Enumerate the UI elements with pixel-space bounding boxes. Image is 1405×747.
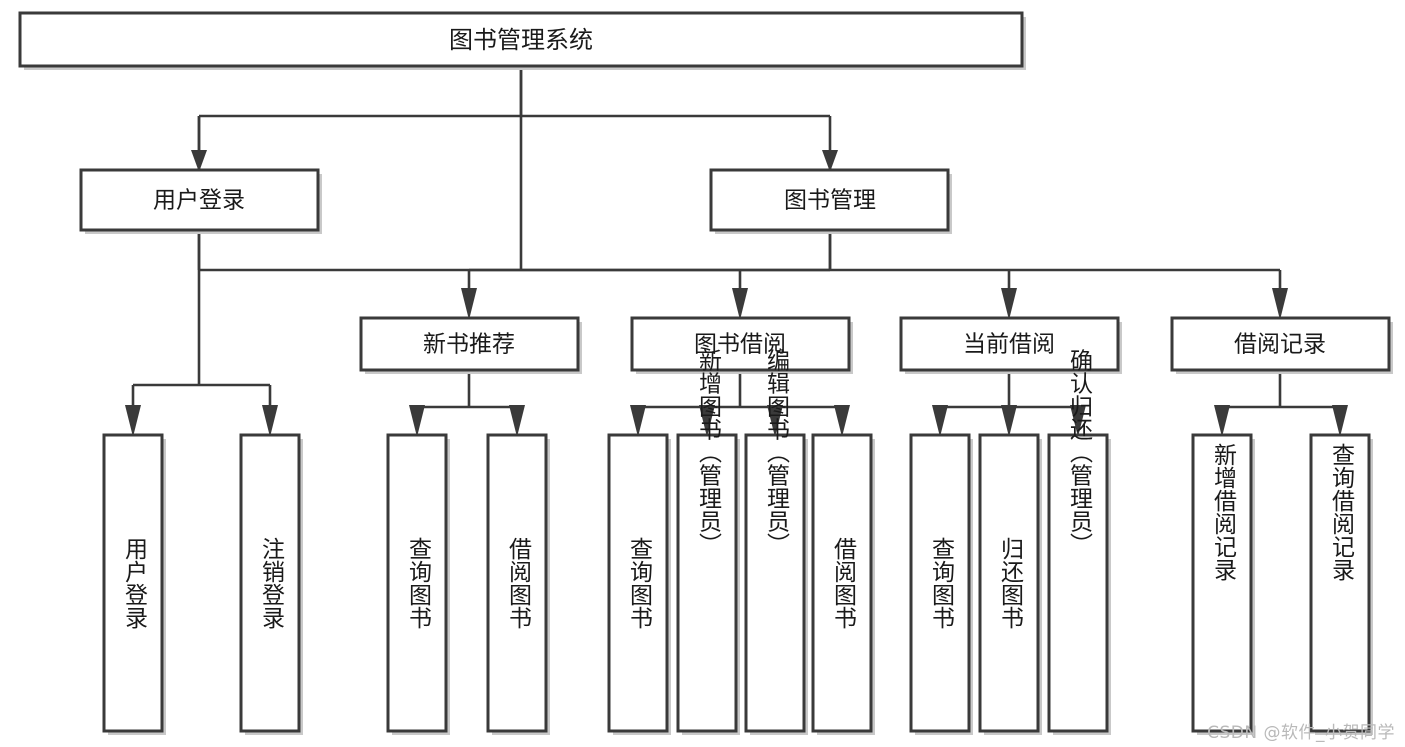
node-current-borrow-label: 当前借阅 [963, 332, 1055, 358]
leaf-new-book-recommend-2-label: 借阅图书 [505, 537, 533, 629]
node-new-book-recommend-label: 新书推荐 [423, 332, 515, 358]
leaf-user-login-1-label: 用户登录 [121, 537, 149, 629]
leaf-new-book-recommend-1[interactable]: 查询图书 [386, 433, 450, 735]
leaf-new-book-recommend-2[interactable]: 借阅图书 [486, 433, 550, 735]
arrowhead-g3-2 [1001, 405, 1017, 437]
leaf-book-borrow-1-label: 查询图书 [626, 537, 654, 629]
node-root[interactable]: 图书管理系统 [18, 11, 1026, 70]
leaf-current-borrow-1-label: 查询图书 [928, 537, 956, 629]
arrowhead-l3-2 [732, 288, 748, 320]
csdn-watermark: CSDN @软件_小贺同学 [1207, 723, 1395, 743]
arrowhead-g1-1 [409, 405, 425, 437]
node-root-label: 图书管理系统 [449, 26, 593, 54]
leaf-book-borrow-4[interactable]: 借阅图书 [811, 433, 875, 735]
arrowhead-leaf-user-login-1 [125, 405, 141, 437]
leaf-book-borrow-4-label: 借阅图书 [830, 537, 858, 629]
leaf-current-borrow-3[interactable]: 确认归还（管理员） [1047, 349, 1111, 736]
leaf-user-login-2-label: 注销登录 [258, 537, 286, 629]
arrowhead-g2-4 [834, 405, 850, 437]
arrowhead-g3-3 [1070, 405, 1086, 437]
arrowhead-g4-1 [1214, 405, 1230, 437]
arrowhead-l3-3 [1001, 288, 1017, 320]
node-current-borrow[interactable]: 当前借阅 [899, 316, 1122, 374]
arrowhead-l3-4 [1272, 288, 1288, 320]
arrowhead-g4-2 [1332, 405, 1348, 437]
leaf-current-borrow-1[interactable]: 查询图书 [909, 433, 973, 735]
leaf-book-borrow-2-label: 新增图书（管理员） [695, 349, 723, 556]
leaf-current-borrow-2-label: 归还图书 [997, 537, 1025, 629]
node-book-management-label: 图书管理 [784, 188, 876, 214]
arrowhead-g2-1 [630, 405, 646, 437]
leaf-book-borrow-1[interactable]: 查询图书 [607, 433, 671, 735]
leaf-borrow-record-1-label: 新增借阅记录 [1210, 443, 1238, 581]
arrowhead-book-mgmt [822, 150, 838, 172]
leaf-book-borrow-3[interactable]: 编辑图书（管理员） [744, 349, 808, 736]
arrowhead-g3-1 [932, 405, 948, 437]
arrowhead-g2-2 [699, 405, 715, 437]
node-new-book-recommend[interactable]: 新书推荐 [359, 316, 582, 374]
node-book-borrow[interactable]: 图书借阅 [630, 316, 853, 374]
node-borrow-record[interactable]: 借阅记录 [1170, 316, 1393, 374]
leaf-borrow-record-2-label: 查询借阅记录 [1328, 443, 1356, 581]
node-borrow-record-label: 借阅记录 [1234, 332, 1326, 358]
node-user-login[interactable]: 用户登录 [79, 168, 322, 234]
arrowhead-l3-1 [461, 288, 477, 320]
leaf-borrow-record-1[interactable]: 新增借阅记录 [1191, 433, 1255, 735]
leaf-current-borrow-3-label: 确认归还（管理员） [1066, 349, 1094, 556]
node-book-management[interactable]: 图书管理 [709, 168, 952, 234]
arrowhead-user-login [191, 150, 207, 172]
leaf-new-book-recommend-1-label: 查询图书 [405, 537, 433, 629]
arrowhead-g2-3 [767, 405, 783, 437]
node-user-login-label: 用户登录 [153, 188, 245, 214]
arrowhead-g1-2 [509, 405, 525, 437]
leaf-user-login-2[interactable]: 注销登录 [239, 433, 303, 735]
node-book-borrow-label: 图书借阅 [694, 332, 786, 358]
arrowhead-leaf-user-login-2 [262, 405, 278, 437]
leaf-borrow-record-2[interactable]: 查询借阅记录 [1309, 433, 1373, 735]
leaf-user-login-1[interactable]: 用户登录 [102, 433, 166, 735]
edges-layer [125, 66, 1348, 437]
leaf-book-borrow-3-label: 编辑图书（管理员） [763, 349, 791, 556]
nodes-layer: 图书管理系统 用户登录 图书管理 新书推荐 [18, 11, 1393, 736]
leaf-current-borrow-2[interactable]: 归还图书 [978, 433, 1042, 735]
leaf-book-borrow-2[interactable]: 新增图书（管理员） [676, 349, 740, 736]
